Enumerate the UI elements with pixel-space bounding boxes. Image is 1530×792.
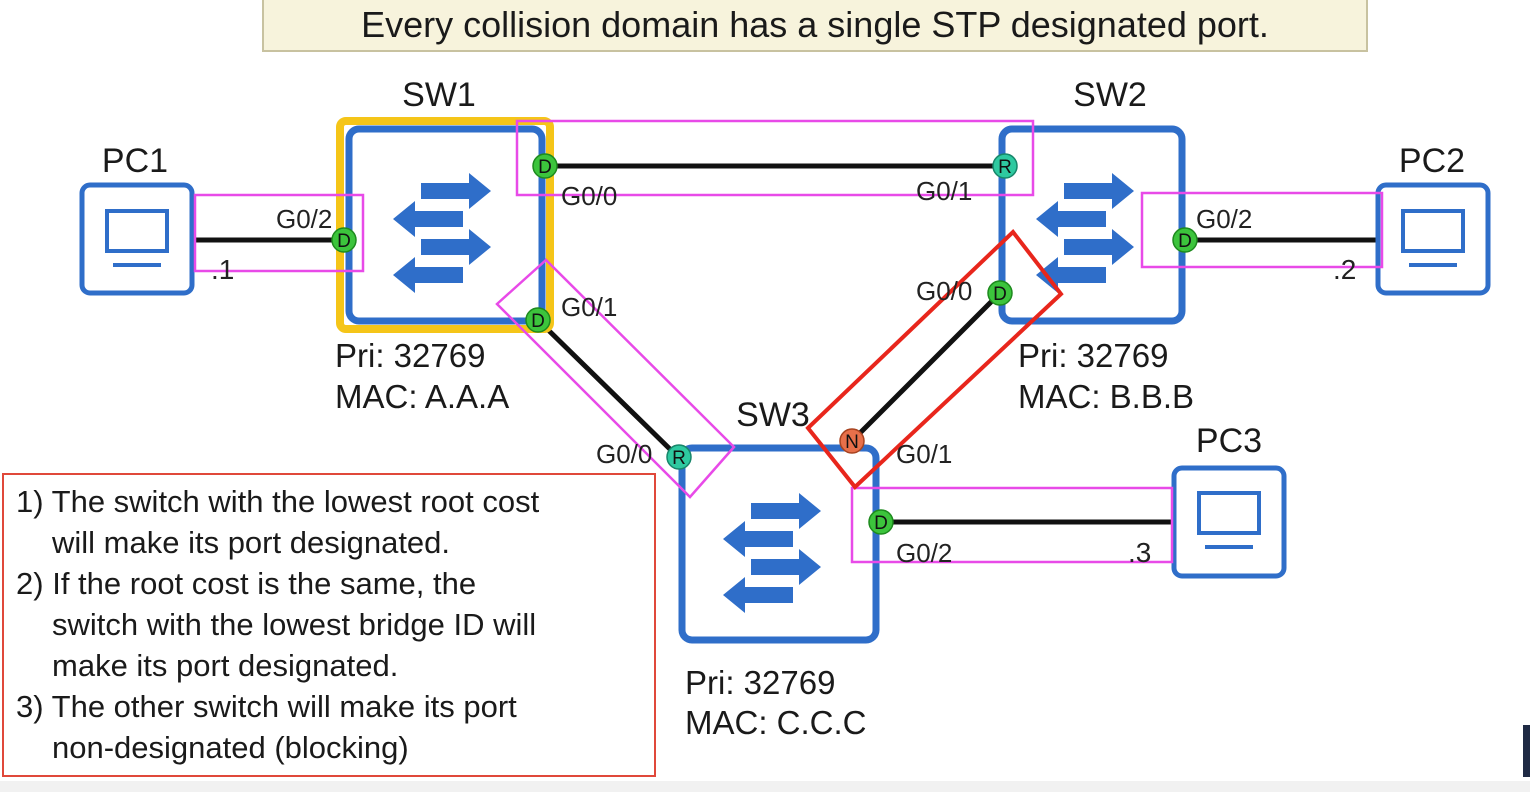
pc-box [1375,182,1491,296]
svg-text:D: D [874,513,888,534]
rule-text: If the root cost is the same, the [52,566,477,601]
device-name-sw1: SW1 [402,76,476,114]
rule-text-cont: will make its port designated. [52,525,451,560]
switch-box [998,125,1186,325]
collision-domain-pc1-sw1 [193,193,365,273]
port-label-sw1-g0-1: G0/1 [561,292,617,322]
port-label-sw1-g0-2: G0/2 [276,204,332,234]
rule-text-cont: switch with the lowest bridge ID will [52,607,537,642]
port-label-sw2-g0-2: G0/2 [1196,204,1252,234]
ip-label-pc2: .2 [1333,254,1356,285]
port-marker-sw3-g0-1: N [839,428,865,454]
switch-box [678,444,880,644]
switch-icon [723,493,821,613]
rule-item: 3) The other switch will make its port n… [16,686,654,768]
port-marker-sw1-g0-2: D [331,227,357,253]
collision-domain-sw1-sw3 [495,258,736,499]
port-marker-sw2-g0-0: D [987,280,1013,306]
sw1-mac: MAC: A.A.A [335,378,509,415]
rules-box: 1) The switch with the lowest root cost … [2,473,656,777]
device-name-pc1: PC1 [102,142,168,180]
root-bridge-highlight [336,117,554,333]
svg-text:D: D [993,284,1007,305]
pc-pc2[interactable] [1375,182,1491,296]
rule-text-cont: non-designated (blocking) [52,730,409,765]
port-label-sw2-g0-1: G0/1 [916,176,972,206]
monitor-icon [1401,209,1465,269]
device-name-pc2: PC2 [1399,142,1465,180]
svg-text:D: D [1178,231,1192,252]
switch-sw1[interactable] [336,117,554,333]
svg-text:D: D [337,231,351,252]
svg-text:D: D [531,311,545,332]
collision-domain-sw1-sw2 [515,119,1035,197]
collision-domain-sw2-sw3-selected [805,229,1064,490]
pc-box [79,182,195,296]
svg-text:R: R [672,448,686,469]
rule-item: 2) If the root cost is the same, the swi… [16,563,654,686]
page-title: Every collision domain has a single STP … [361,4,1269,45]
link-sw2-sw3 [850,291,1002,443]
port-label-sw3-g0-2: G0/2 [896,538,952,568]
rule-number: 3) [16,689,44,724]
ip-label-pc3: .3 [1128,537,1151,568]
device-name-sw2: SW2 [1073,76,1147,114]
switch-sw2[interactable] [998,125,1186,325]
port-marker-sw3-g0-2: D [868,509,894,535]
monitor-icon [105,209,169,269]
svg-text:R: R [998,157,1012,178]
svg-text:D: D [538,157,552,178]
device-name-sw3: SW3 [736,396,810,434]
switch-sw3[interactable] [678,444,880,644]
link-sw1-sw3 [536,318,680,459]
sw2-mac: MAC: B.B.B [1018,378,1194,415]
collision-domain-sw2-pc2 [1140,191,1384,269]
edge-tab [1523,725,1530,777]
port-label-sw3-g0-1: G0/1 [896,439,952,469]
rule-text: The switch with the lowest root cost [51,484,540,519]
rule-number: 2) [16,566,44,601]
svg-text:N: N [845,432,859,453]
port-marker-sw3-g0-0: R [666,444,692,470]
sw1-priority: Pri: 32769 [335,337,485,374]
ip-label-pc1: .1 [211,254,234,285]
pc-pc1[interactable] [79,182,195,296]
rule-text: The other switch will make its port [51,689,517,724]
switch-icon [1036,173,1134,293]
port-marker-sw2-g0-1: R [992,153,1018,179]
monitor-icon [1197,491,1261,551]
port-label-sw2-g0-0: G0/0 [916,276,972,306]
sw3-mac: MAC: C.C.C [685,704,867,741]
port-label-sw1-g0-0: G0/0 [561,181,617,211]
sw2-priority: Pri: 32769 [1018,337,1168,374]
rule-number: 1) [16,484,44,519]
title-banner: Every collision domain has a single STP … [262,0,1368,52]
pc-box [1171,465,1287,579]
switch-icon [393,173,491,293]
port-marker-sw1-g0-1: D [525,307,551,333]
port-marker-sw1-g0-0: D [532,153,558,179]
rule-item: 1) The switch with the lowest root cost … [16,481,654,563]
port-label-sw3-g0-0: G0/0 [596,439,652,469]
rule-text-cont: make its port designated. [52,648,399,683]
device-name-pc3: PC3 [1196,422,1262,460]
switch-box [345,125,546,325]
port-marker-sw2-g0-2: D [1172,227,1198,253]
pc-pc3[interactable] [1171,465,1287,579]
collision-domain-sw3-pc3 [850,486,1174,564]
bottom-strip [0,781,1530,792]
sw3-priority: Pri: 32769 [685,664,835,701]
